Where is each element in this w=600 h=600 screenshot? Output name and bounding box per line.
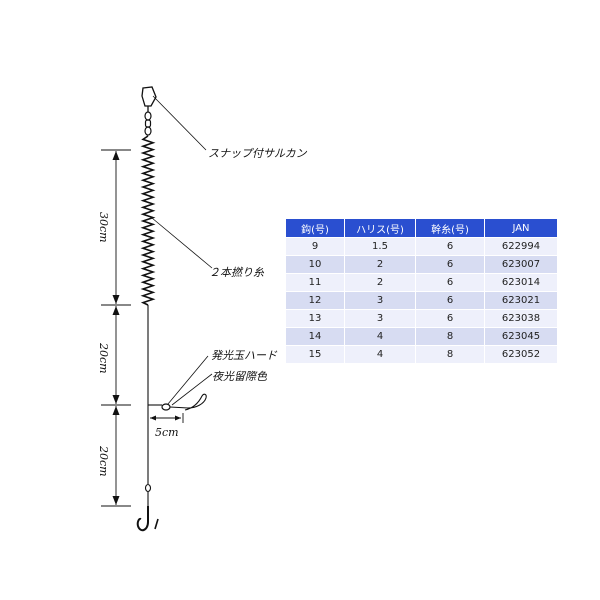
table-cell: 623045 bbox=[485, 328, 557, 345]
table-cell: 13 bbox=[286, 310, 344, 327]
table-cell: 15 bbox=[286, 346, 344, 363]
twisted-line bbox=[140, 135, 156, 306]
col-leader-size: ハリス(号) bbox=[345, 219, 415, 237]
table-cell: 6 bbox=[416, 238, 484, 255]
table-cell: 623021 bbox=[485, 292, 557, 309]
table-cell: 4 bbox=[345, 328, 415, 345]
table-cell: 2 bbox=[345, 256, 415, 273]
table-cell: 1.5 bbox=[345, 238, 415, 255]
table-cell: 6 bbox=[416, 274, 484, 291]
dimension-arrowheads bbox=[112, 151, 181, 505]
table-cell: 10 bbox=[286, 256, 344, 273]
table-cell: 11 bbox=[286, 274, 344, 291]
table-cell: 623007 bbox=[485, 256, 557, 273]
table-cell: 2 bbox=[345, 274, 415, 291]
hook-icon bbox=[136, 506, 149, 532]
table-cell: 623014 bbox=[485, 274, 557, 291]
table-cell: 6 bbox=[416, 256, 484, 273]
table-cell: 8 bbox=[416, 328, 484, 345]
snap-swivel-label: スナップ付サルカン bbox=[208, 147, 307, 160]
table-cell: 6 bbox=[416, 292, 484, 309]
table-cell: 622994 bbox=[485, 238, 557, 255]
table-cell: 8 bbox=[416, 346, 484, 363]
dim-branch-label: 5cm bbox=[155, 426, 179, 439]
table-cell: 14 bbox=[286, 328, 344, 345]
table-cell: 9 bbox=[286, 238, 344, 255]
dim-top-label: 30cm bbox=[97, 212, 110, 243]
col-jan: JAN bbox=[485, 219, 557, 237]
table-cell: 3 bbox=[345, 292, 415, 309]
twisted-line-label: ２本撚り糸 bbox=[209, 266, 264, 279]
table-header-row: 鈎(号) ハリス(号) 幹糸(号) JAN bbox=[286, 219, 557, 237]
table-cell: 6 bbox=[416, 310, 484, 327]
table-cell: 12 bbox=[286, 292, 344, 309]
luminous-bead-label: 発光玉ハード bbox=[211, 349, 277, 362]
table-cell: 3 bbox=[345, 310, 415, 327]
connector-icon bbox=[144, 483, 152, 493]
luminous-bead-icon bbox=[161, 403, 171, 411]
table-cell: 4 bbox=[345, 346, 415, 363]
col-mainline-size: 幹糸(号) bbox=[416, 219, 484, 237]
swivel-icon bbox=[144, 111, 152, 136]
dimension-lines bbox=[101, 149, 184, 507]
dim-middle-label: 20cm bbox=[97, 343, 110, 374]
glow-color-label: 夜光留際色 bbox=[212, 370, 267, 383]
branch-line bbox=[148, 393, 207, 411]
table-cell: 623052 bbox=[485, 346, 557, 363]
dim-bottom-label: 20cm bbox=[97, 446, 110, 477]
snap-icon bbox=[141, 86, 157, 112]
label-leaders bbox=[151, 95, 213, 406]
table-cell: 623038 bbox=[485, 310, 557, 327]
col-hook-size: 鈎(号) bbox=[286, 219, 344, 237]
